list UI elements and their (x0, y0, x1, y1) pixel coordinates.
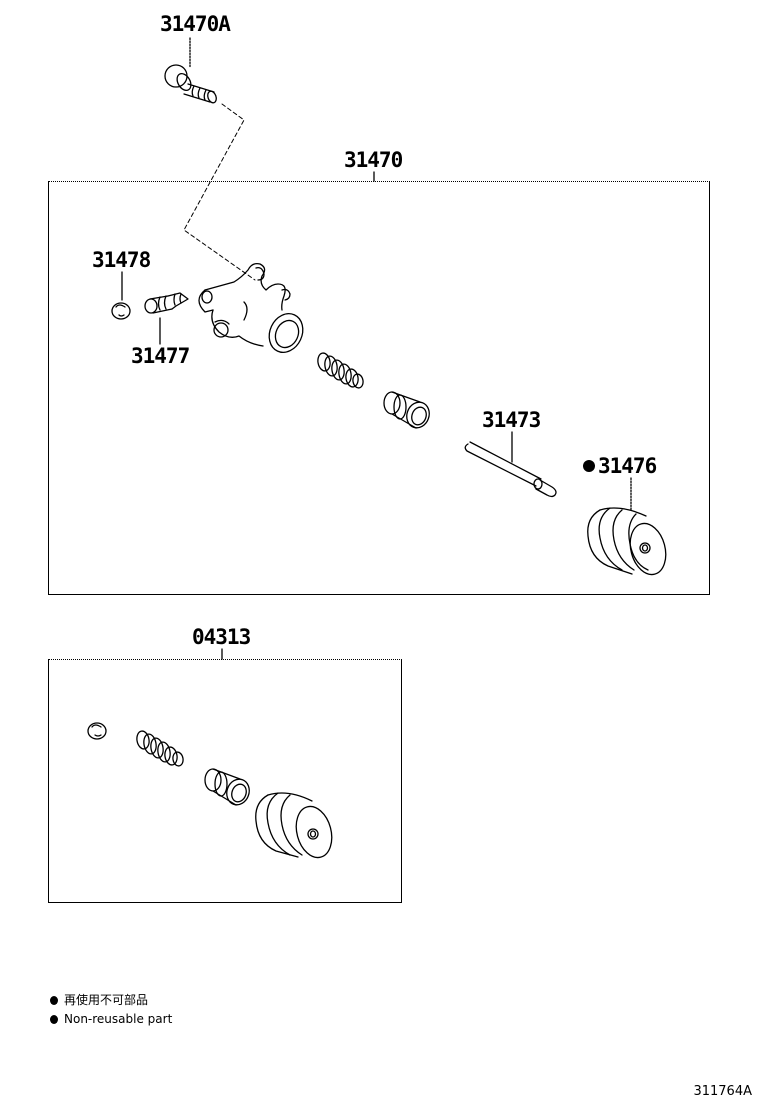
legend-item-japanese: 再使用不可部品 (50, 994, 148, 1006)
kit-spring-drawing (136, 730, 184, 767)
kit-boot-drawing (255, 792, 333, 859)
part-label-31476-text: 31476 (598, 454, 657, 478)
legend-text-japanese: 再使用不可部品 (64, 993, 149, 1007)
legend-text-english: Non-reusable part (64, 1012, 173, 1026)
group-box-04313 (48, 659, 402, 903)
part-label-31473[interactable]: 31473 (482, 408, 541, 432)
push-rod-31473-drawing (464, 441, 557, 498)
kit-piston-drawing (204, 768, 250, 806)
part-label-04313[interactable]: 04313 (192, 625, 251, 649)
boot-31476-drawing (587, 507, 667, 576)
bolt-31470A-drawing (164, 64, 217, 104)
non-reusable-dot-icon (583, 460, 595, 472)
non-reusable-dot-icon (50, 1015, 58, 1024)
part-label-31478[interactable]: 31478 (92, 248, 151, 272)
part-label-31470[interactable]: 31470 (344, 148, 403, 172)
piston-drawing (383, 391, 430, 429)
assembly-path (183, 103, 256, 281)
group-box-31470 (48, 181, 710, 595)
part-label-31470A[interactable]: 31470A (160, 12, 231, 36)
part-label-31476[interactable]: 31476 (583, 454, 657, 478)
diagram-reference-code: 311764A (693, 1084, 752, 1099)
legend-item-english: Non-reusable part (50, 1013, 172, 1025)
bleeder-31477-drawing (144, 292, 189, 314)
spring-drawing (317, 352, 364, 389)
cap-31478-drawing (111, 302, 131, 320)
release-cylinder-body-drawing (198, 262, 304, 353)
non-reusable-dot-icon (50, 996, 58, 1005)
kit-cap-drawing (87, 722, 107, 740)
part-label-31477[interactable]: 31477 (131, 344, 190, 368)
